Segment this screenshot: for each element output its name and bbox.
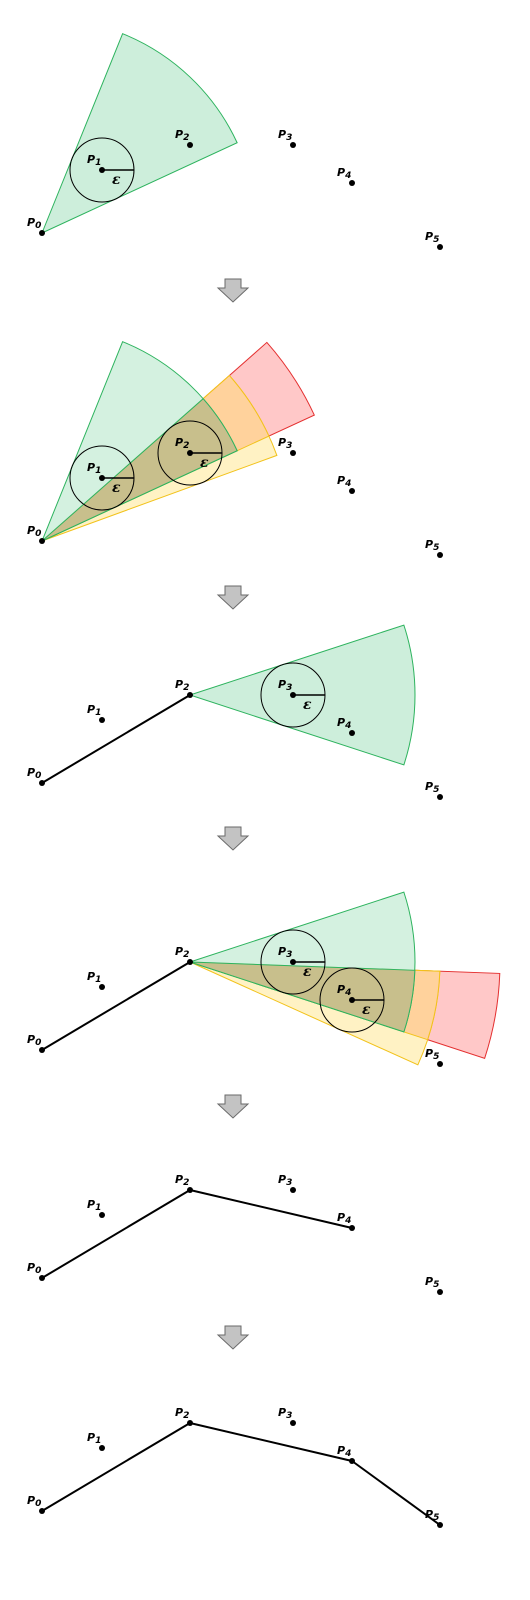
point-label-p1: P1 [87,1198,101,1213]
point-marker [99,475,105,481]
point-marker [349,1458,355,1464]
down-arrow-icon [216,1094,250,1119]
point-marker [39,780,45,786]
point-label-p5: P5 [425,1275,439,1290]
point-label-p0: P0 [27,766,41,781]
point-marker [349,730,355,736]
point-label-p1: P1 [87,1431,101,1446]
polyline-segment [351,1460,441,1526]
point-marker [187,692,193,698]
point-marker [39,538,45,544]
point-marker [187,450,193,456]
point-marker [39,1275,45,1281]
point-marker [187,142,193,148]
epsilon-label: ε [200,455,209,471]
polyline-segment [41,1189,191,1279]
point-label-p3: P3 [278,1173,292,1188]
point-label-p5: P5 [425,780,439,795]
point-marker [437,1522,443,1528]
point-marker [437,244,443,250]
point-marker [290,450,296,456]
epsilon-label: ε [303,964,312,980]
point-label-p0: P0 [27,1261,41,1276]
point-marker [290,1420,296,1426]
point-label-p4: P4 [337,166,351,181]
point-marker [290,1187,296,1193]
point-label-p2: P2 [175,1173,189,1188]
point-label-p4: P4 [337,474,351,489]
point-label-p4: P4 [337,1444,351,1459]
point-marker [99,984,105,990]
point-marker [99,1445,105,1451]
point-marker [99,717,105,723]
point-marker [39,1508,45,1514]
point-marker [187,1420,193,1426]
olive-overlap [41,397,238,542]
point-label-p2: P2 [175,678,189,693]
point-marker [99,167,105,173]
point-label-p3: P3 [278,128,292,143]
polyline-segment [41,961,191,1051]
down-arrow-icon [216,826,250,851]
polyline-segment [41,694,191,784]
point-marker [187,1187,193,1193]
point-label-p3: P3 [278,436,292,451]
point-marker [437,552,443,558]
point-marker [99,1212,105,1218]
down-arrow-icon [216,585,250,610]
point-marker [349,1225,355,1231]
point-label-p5: P5 [425,1047,439,1062]
epsilon-label: ε [112,480,121,496]
point-marker [290,692,296,698]
down-arrow-icon [216,278,250,303]
point-label-p1: P1 [87,703,101,718]
epsilon-label: ε [112,172,121,188]
polyline-segment [189,1189,353,1229]
polyline-segment [189,1422,353,1462]
olive-overlap [189,961,416,1033]
green-sector [41,33,238,234]
point-label-p5: P5 [425,230,439,245]
point-label-p0: P0 [27,524,41,539]
point-label-p5: P5 [425,1508,439,1523]
point-marker [290,142,296,148]
point-marker [39,230,45,236]
point-label-p2: P2 [175,1406,189,1421]
polyline-segment [41,1422,191,1512]
point-label-p4: P4 [337,1211,351,1226]
point-label-p0: P0 [27,216,41,231]
epsilon-label: ε [303,697,312,713]
point-label-p2: P2 [175,945,189,960]
point-label-p1: P1 [87,970,101,985]
point-marker [437,1289,443,1295]
point-marker [349,488,355,494]
point-marker [349,180,355,186]
epsilon-label: ε [362,1002,371,1018]
point-marker [39,1047,45,1053]
down-arrow-icon [216,1325,250,1350]
point-marker [349,997,355,1003]
point-marker [437,1061,443,1067]
point-marker [290,959,296,965]
point-marker [187,959,193,965]
point-label-p3: P3 [278,1406,292,1421]
point-label-p0: P0 [27,1033,41,1048]
point-label-p0: P0 [27,1494,41,1509]
point-marker [437,794,443,800]
point-label-p5: P5 [425,538,439,553]
